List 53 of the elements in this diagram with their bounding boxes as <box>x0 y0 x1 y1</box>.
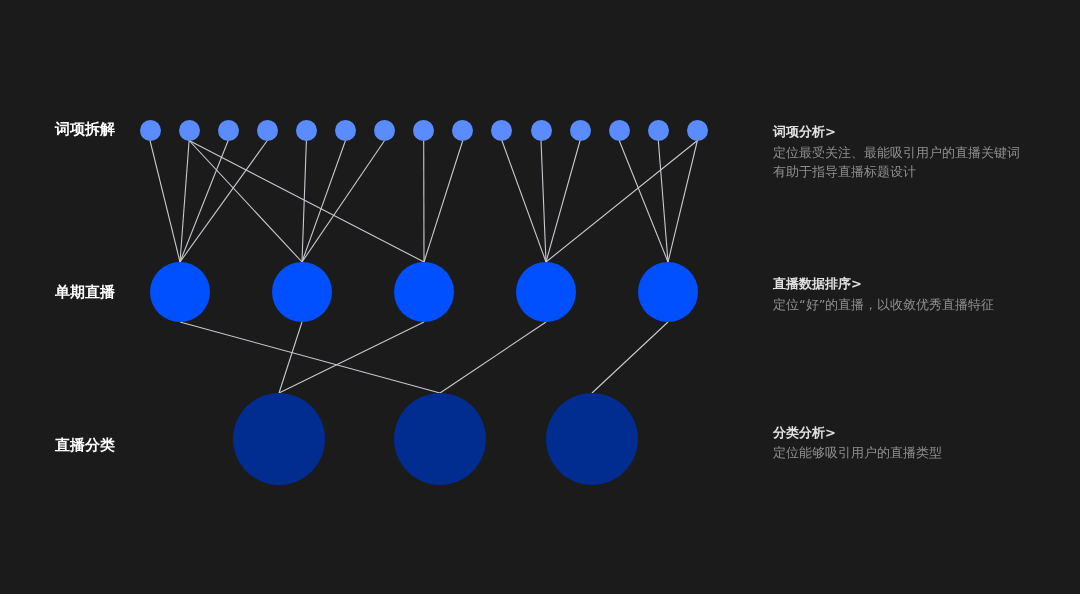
keyword-circle <box>413 119 435 141</box>
description: 定位“好”的直播，以收敛优秀直播特征 <box>773 296 995 314</box>
connector-line <box>618 139 669 263</box>
keyword-circle <box>491 119 513 141</box>
livestream-circle <box>394 262 454 322</box>
keyword-circle <box>217 119 239 141</box>
connector-line <box>545 139 698 263</box>
connector-line <box>179 321 441 394</box>
connector-line <box>667 139 698 263</box>
keyword-circle <box>530 119 552 141</box>
keyword-circle <box>686 119 708 141</box>
connector-line <box>179 139 190 263</box>
connector-line <box>657 139 669 263</box>
connector-line <box>278 321 303 394</box>
connector-line <box>540 139 547 263</box>
connector-line <box>179 139 229 263</box>
connector-line <box>301 139 307 263</box>
connector-line <box>301 139 386 263</box>
row-label: 词项拆解 <box>55 120 115 139</box>
connector-line <box>545 139 581 263</box>
keyword-circle <box>256 119 278 141</box>
row-label: 直播分类 <box>55 436 115 455</box>
connector-line <box>423 139 425 263</box>
connector-line <box>179 139 268 263</box>
keyword-circle <box>295 119 317 141</box>
section-heading: 分类分析> <box>773 424 836 442</box>
connector-line <box>591 321 669 394</box>
connector-line <box>188 139 303 263</box>
connector-line <box>188 139 425 263</box>
keyword-circle <box>178 119 200 141</box>
keyword-circle <box>647 119 669 141</box>
connector-line <box>149 139 181 263</box>
connector-line <box>301 139 347 263</box>
connector-line <box>278 321 425 394</box>
description: 有助于指导直播标题设计 <box>773 163 916 181</box>
livestream-circle <box>638 262 698 322</box>
livestream-circle <box>150 262 210 322</box>
keyword-circle <box>608 119 630 141</box>
keyword-circle <box>335 119 356 141</box>
keyword-circle <box>374 119 396 141</box>
livestream-circle <box>272 262 332 322</box>
description: 定位能够吸引用户的直播类型 <box>773 444 942 462</box>
connector-line <box>439 321 547 394</box>
row-label: 单期直播 <box>55 283 115 302</box>
keyword-circle <box>569 119 591 141</box>
description: 定位最受关注、最能吸引用户的直播关键词 <box>773 144 1020 162</box>
section-heading: 直播数据排序> <box>773 275 862 293</box>
connector-line <box>501 139 547 263</box>
section-heading: 词项分析> <box>773 123 836 141</box>
keyword-circle <box>452 119 474 141</box>
livestream-circle <box>516 262 576 322</box>
keyword-circle <box>139 119 161 141</box>
connector-line <box>423 139 464 263</box>
